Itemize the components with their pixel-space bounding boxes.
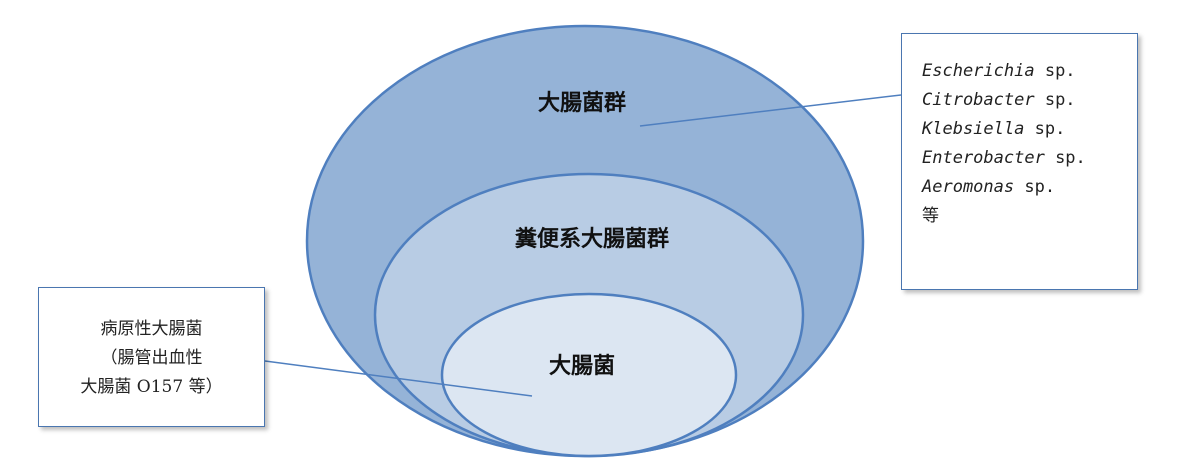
leader-line-left	[264, 360, 533, 397]
genus-item: Klebsiella sp.	[922, 115, 1137, 144]
callout-left-line-3: 大腸菌 O157 等）	[80, 377, 223, 397]
callout-left-line-2: （腸管出血性	[100, 348, 203, 368]
genus-item: Escherichia sp.	[922, 57, 1137, 86]
genus-suffix: sp.	[1034, 90, 1076, 110]
genus-item: Aeromonas sp.	[922, 173, 1137, 202]
genus-name: Citrobacter	[922, 90, 1035, 110]
genus-suffix: sp.	[1014, 177, 1056, 197]
genus-item: Citrobacter sp.	[922, 86, 1137, 115]
genus-suffix: sp.	[1044, 148, 1086, 168]
leader-line-right	[639, 94, 902, 127]
genus-name: Escherichia	[922, 61, 1035, 81]
genus-item: Enterobacter sp.	[922, 144, 1137, 173]
callout-left-line-1: 病原性大腸菌	[100, 319, 203, 339]
inner-ring-label: 大腸菌	[549, 354, 615, 379]
genus-trailing: 等	[922, 206, 939, 226]
genus-suffix: sp.	[1034, 61, 1076, 81]
coliform-genera-callout: Escherichia sp. Citrobacter sp. Klebsiel…	[901, 33, 1138, 290]
genus-name: Enterobacter	[922, 148, 1045, 168]
genus-name: Aeromonas	[922, 177, 1015, 197]
inner-ellipse-ecoli	[440, 292, 738, 458]
pathogenic-ecoli-callout: 病原性大腸菌 （腸管出血性 大腸菌 O157 等）	[38, 287, 265, 427]
middle-ring-label: 糞便系大腸菌群	[514, 226, 669, 252]
genus-name: Klebsiella	[922, 119, 1025, 139]
outer-ring-label: 大腸菌群	[538, 90, 626, 116]
genus-suffix: sp.	[1024, 119, 1066, 139]
